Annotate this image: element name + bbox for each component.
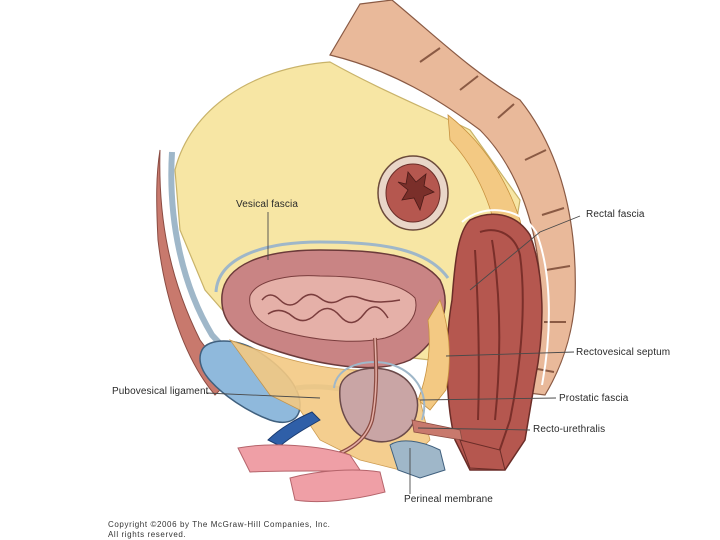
label-vesical-fascia: Vesical fascia: [236, 199, 298, 210]
label-prostatic-fascia: Prostatic fascia: [559, 393, 628, 404]
perineal-membrane-structure: [390, 441, 445, 478]
copyright-notice: Copyright ©2006 by The McGraw-Hill Compa…: [108, 520, 331, 540]
label-pubovesical-ligament: Pubovesical ligament: [112, 386, 209, 397]
label-rectal-fascia: Rectal fascia: [586, 209, 645, 220]
label-recto-urethralis: Recto-urethralis: [533, 424, 605, 435]
label-perineal-membrane: Perineal membrane: [404, 494, 493, 505]
copyright-line-1: Copyright ©2006 by The McGraw-Hill Compa…: [108, 520, 331, 530]
corpus-spongiosum: [290, 470, 385, 502]
label-rectovesical-septum: Rectovesical septum: [576, 347, 670, 358]
copyright-line-2: All rights reserved.: [108, 530, 331, 540]
